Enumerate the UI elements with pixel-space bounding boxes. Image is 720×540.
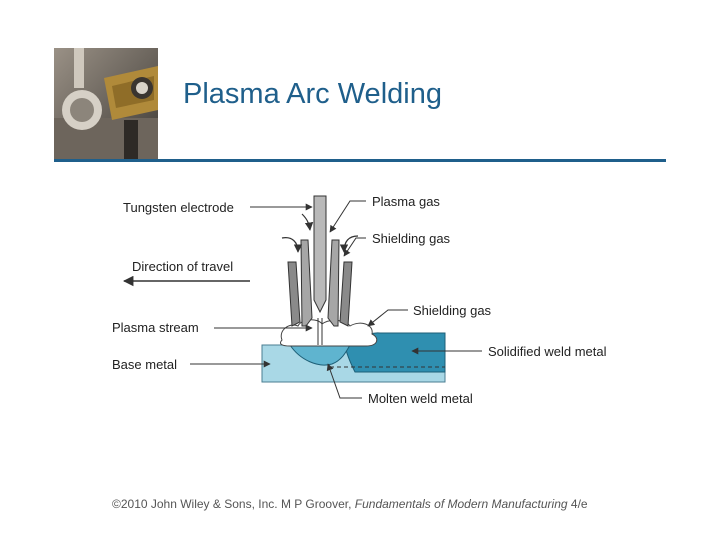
label-molten-weld-metal: Molten weld metal [368,391,473,406]
label-shielding-gas-top: Shielding gas [372,231,451,246]
label-solidified-weld-metal: Solidified weld metal [488,344,607,359]
plasma-gas-flow-arrow [301,213,314,231]
label-plasma-gas: Plasma gas [372,194,440,209]
inner-nozzle-left [300,239,313,327]
footer-edition: 4/e [570,497,588,511]
footer-book-title: Fundamentals of Modern Manufacturing [354,497,568,511]
leader-molten-weld-metal [326,363,362,399]
footer-copyright: ©2010 John Wiley & Sons, Inc. [112,497,278,511]
slide-title: Plasma Arc Welding [183,78,442,110]
label-shielding-gas-side: Shielding gas [413,303,492,318]
footer-author: M P Groover, [280,497,352,511]
label-plasma-stream: Plasma stream [112,320,199,335]
label-tungsten-electrode: Tungsten electrode [123,200,234,215]
inner-nozzle-right [327,239,340,327]
label-direction-of-travel: Direction of travel [132,259,233,274]
tungsten-electrode-rod [313,195,327,314]
label-base-metal: Base metal [112,357,177,372]
title-divider [54,159,666,162]
shielding-gas-flow-arrow [281,237,303,253]
corner-photo [54,48,158,160]
footer-citation: ©2010 John Wiley & Sons, Inc. M P Groove… [112,497,588,511]
leader-shielding-gas-top [343,237,366,257]
outer-nozzle-left [287,261,301,327]
leader-plasma-gas [329,200,366,233]
leader-shielding-gas-side [367,309,408,327]
outer-nozzle-right [339,261,353,327]
